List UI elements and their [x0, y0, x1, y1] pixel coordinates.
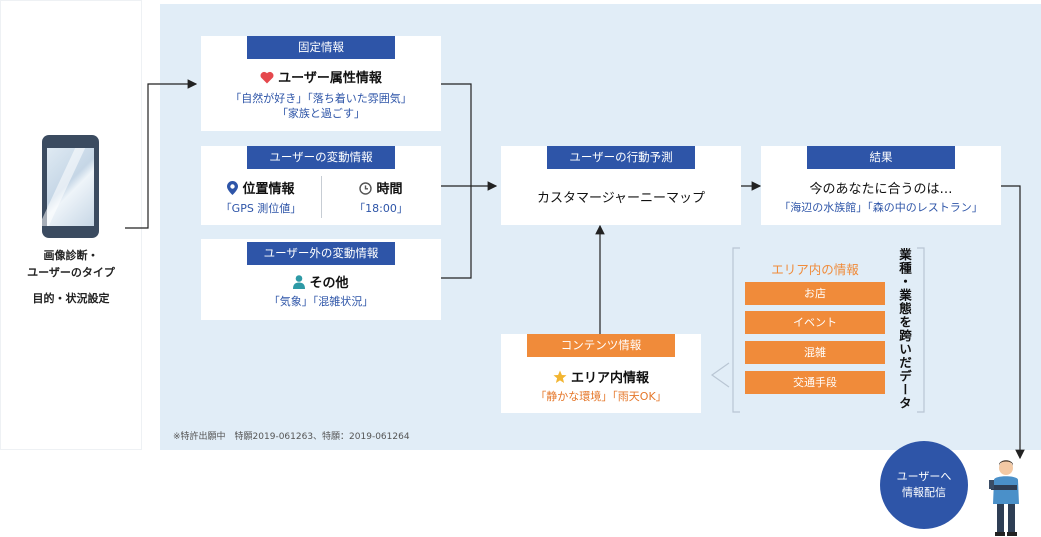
left-label-line1: 画像診断・: [43, 249, 99, 262]
external-info-sub: 「気象」「混雑状況」: [268, 295, 374, 308]
delivery-line1: ユーザーへ: [896, 470, 952, 483]
result-sub: 「海辺の水族館」「森の中のレストラン」: [779, 201, 983, 214]
fixed-info-sub1: 「自然が好き」「落ち着いた雰囲気」: [230, 92, 412, 105]
external-info-title: その他: [309, 276, 349, 291]
location-title: 位置情報: [242, 182, 295, 197]
time-title-row: 時間: [321, 178, 441, 199]
patent-note: ※特許出願中 特願2019-061263、特願：2019-061264: [173, 432, 410, 442]
result-tag: 結果: [807, 146, 955, 169]
prediction-card: ユーザーの行動予測 カスタマージャーニーマップ: [501, 146, 741, 225]
area-info-title: エリア内の情報: [771, 262, 859, 277]
content-info-tag: コンテンツ情報: [527, 334, 675, 357]
divider: [321, 176, 322, 218]
fixed-info-title: ユーザー属性情報: [278, 71, 382, 86]
external-info-title-row: その他: [201, 272, 441, 293]
external-info-tag: ユーザー外の変動情報: [247, 242, 395, 265]
prediction-title: カスタマージャーニーマップ: [536, 191, 706, 206]
fixed-info-card: 固定情報 ユーザー属性情報 「自然が好き」「落ち着いた雰囲気」 「家族と過ごす」: [201, 36, 441, 131]
variable-info-card: ユーザーの変動情報 位置情報 「GPS 測位値」 時間 「18:00」: [201, 146, 441, 225]
delivery-line2: 情報配信: [902, 486, 946, 499]
delivery-circle: ユーザーへ 情報配信: [880, 441, 968, 529]
cross-industry-label: 業種・業態を跨いだデータ: [897, 248, 912, 410]
fixed-info-tag: 固定情報: [247, 36, 395, 59]
time-sub: 「18:00」: [354, 202, 408, 215]
variable-info-tag: ユーザーの変動情報: [247, 146, 395, 169]
phone-screen: [47, 148, 94, 226]
content-info-title-row: エリア内情報: [501, 367, 701, 388]
prediction-tag: ユーザーの行動予測: [547, 146, 695, 169]
fixed-info-title-row: ユーザー属性情報: [201, 67, 441, 88]
left-label-line3: 目的・状況設定: [32, 292, 110, 305]
area-item-transport: 交通手段: [745, 371, 885, 394]
person-icon: [293, 275, 306, 293]
location-sub: 「GPS 測位値」: [220, 202, 302, 215]
content-info-sub: 「静かな環境」「雨天OK」: [535, 390, 667, 403]
clock-icon: [359, 182, 373, 199]
area-item-event: イベント: [745, 311, 885, 334]
smartphone-icon: [42, 135, 99, 238]
star-icon: [553, 370, 567, 388]
result-title: 今のあなたに合うのは…: [809, 182, 953, 197]
area-item-congestion: 混雑: [745, 341, 885, 364]
person-with-phone-icon: [989, 460, 1019, 536]
location-pin-icon: [227, 181, 239, 199]
content-info-title: エリア内情報: [570, 371, 649, 386]
content-info-card: コンテンツ情報 エリア内情報 「静かな環境」「雨天OK」: [501, 334, 701, 413]
result-card: 結果 今のあなたに合うのは… 「海辺の水族館」「森の中のレストラン」: [761, 146, 1001, 225]
left-label-line2: ユーザーのタイプ: [27, 266, 115, 279]
location-title-row: 位置情報: [201, 178, 321, 199]
heart-icon: [260, 71, 274, 88]
external-info-card: ユーザー外の変動情報 その他 「気象」「混雑状況」: [201, 239, 441, 320]
fixed-info-sub2: 「家族と過ごす」: [276, 107, 366, 120]
area-item-shop: お店: [745, 282, 885, 305]
time-title: 時間: [376, 182, 403, 197]
